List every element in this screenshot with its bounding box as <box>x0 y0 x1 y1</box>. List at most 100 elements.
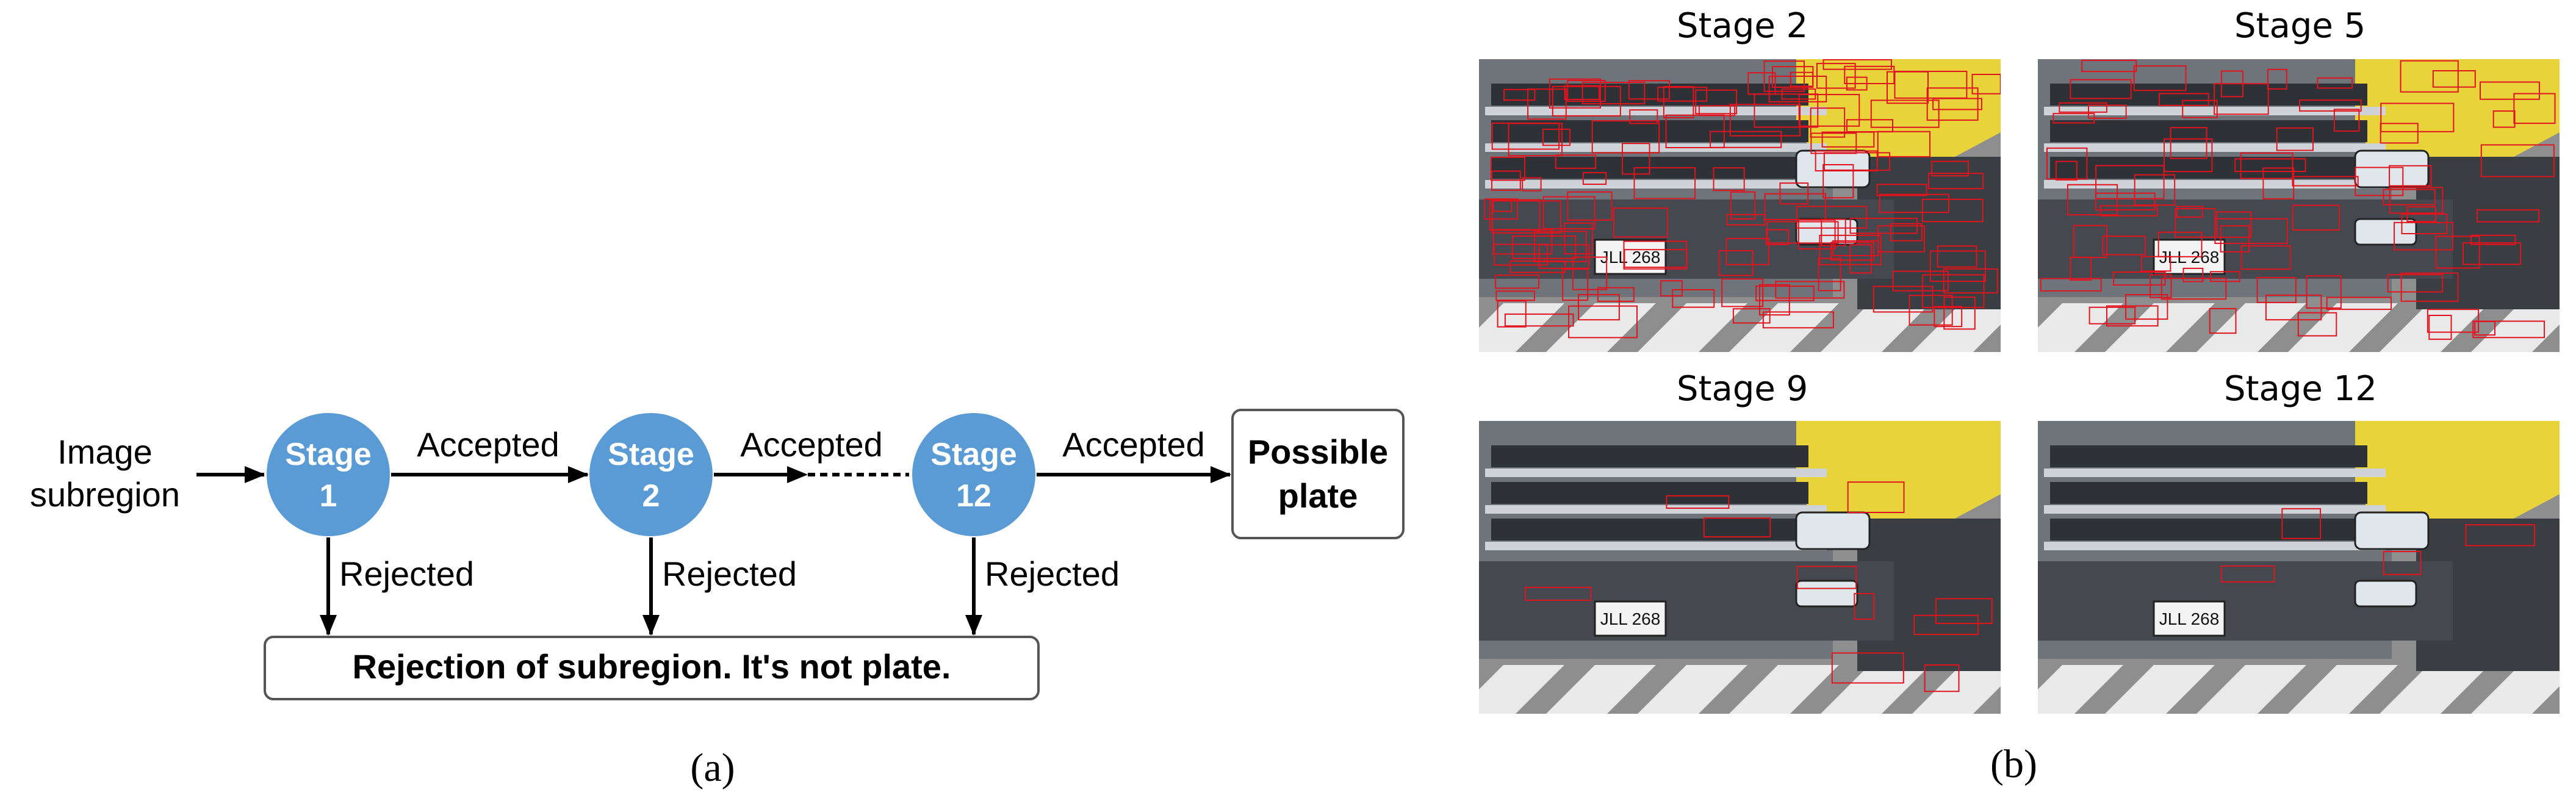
detection-box <box>1578 293 1620 321</box>
detection-box <box>2317 77 2353 89</box>
detection-box <box>2210 271 2240 282</box>
detection-box <box>1613 207 1669 238</box>
detection-box <box>1484 198 1518 220</box>
stage-1-label-line1: Stage <box>285 437 372 472</box>
detection-box <box>2081 59 2137 73</box>
detection-box <box>2465 524 2535 547</box>
stage-1-label-line2: 1 <box>320 478 337 514</box>
detection-box <box>2383 189 2436 206</box>
detection-box <box>1628 80 1670 100</box>
detection-box <box>1663 86 1694 118</box>
detection-box <box>1491 200 1561 234</box>
detection-box <box>1754 93 1819 128</box>
detection-box <box>1796 206 1868 229</box>
truck-photo: JLL 268 <box>2038 421 2560 714</box>
detection-box <box>1721 278 1764 307</box>
detection-box <box>1797 219 1836 250</box>
license-plate-text: JLL 268 <box>1600 248 1661 267</box>
detection-box <box>1846 76 1868 91</box>
detection-box <box>1821 218 1846 246</box>
detection-box <box>2383 551 2422 575</box>
detection-box <box>1718 250 1754 276</box>
detection-box <box>1562 268 1589 301</box>
detection-box <box>2182 267 2204 282</box>
stage-12-label-line2: 12 <box>956 478 991 514</box>
detection-box <box>2292 204 2340 231</box>
rejection-box-text: Rejection of subregion. It's not plate. <box>353 647 951 686</box>
detection-box <box>2164 138 2213 173</box>
detection-box <box>2220 70 2243 98</box>
detection-box <box>1796 566 1857 589</box>
detection-box <box>1503 88 1536 101</box>
detection-box <box>2099 205 2158 217</box>
panel-title-stage-9: Stage 9 <box>1677 369 1808 409</box>
detection-box <box>2209 307 2237 334</box>
detection-box <box>1542 128 1570 146</box>
detection-box <box>2428 315 2452 340</box>
detection-box <box>2220 225 2250 253</box>
detection-box <box>1815 150 1878 171</box>
detection-box <box>1847 481 1905 513</box>
stage-1-node: Stage 1 <box>264 411 392 539</box>
panel-title-stage-5: Stage 5 <box>2234 6 2366 46</box>
detection-box <box>1660 280 1683 297</box>
detection-box <box>1846 119 1893 133</box>
detection-box <box>2427 309 2480 333</box>
detection-box <box>2256 277 2297 303</box>
truck-image-stage-9: JLL 268 <box>1479 421 2001 714</box>
detection-box <box>1830 242 1874 261</box>
detection-box <box>1779 182 1809 205</box>
detection-box <box>2216 211 2252 238</box>
detection-box <box>1922 274 1985 309</box>
detection-box <box>2234 158 2306 172</box>
detection-box <box>1879 193 1949 214</box>
detection-box <box>1568 305 1638 339</box>
truck-photo: JLL 268 <box>1479 59 2001 352</box>
detection-box <box>1854 593 1875 620</box>
detection-box <box>1622 143 1650 175</box>
detection-box <box>1943 296 1976 330</box>
detection-box <box>1732 308 1771 324</box>
detection-box <box>2400 272 2459 302</box>
detection-box <box>1870 99 1940 128</box>
license-plate-text: JLL 268 <box>1600 609 1661 628</box>
possible-plate-line2: plate <box>1278 476 1358 515</box>
detection-box <box>1549 78 1601 109</box>
detection-box <box>1913 614 1979 635</box>
detection-box <box>2159 93 2209 106</box>
detection-box <box>2046 147 2088 180</box>
detection-box <box>1877 225 1926 253</box>
detection-box <box>1582 172 1607 185</box>
detection-box <box>2182 99 2218 118</box>
accepted-label-1: Accepted <box>417 425 559 464</box>
detection-box <box>1591 120 1660 154</box>
detection-box <box>1710 131 1782 148</box>
detection-box <box>1489 199 1541 231</box>
accepted-label-3: Accepted <box>1062 425 1205 464</box>
detection-box <box>1493 243 1549 266</box>
detection-box <box>1759 284 1790 316</box>
detection-box <box>2470 234 2516 245</box>
detection-box <box>1495 290 1535 301</box>
detection-box <box>1892 270 1949 292</box>
detection-box <box>1909 295 1953 326</box>
detection-box <box>2281 508 2322 539</box>
detection-box <box>1937 245 1977 268</box>
detection-box <box>1934 306 1963 328</box>
detection-box <box>2492 110 2516 128</box>
detection-box <box>2220 565 2275 583</box>
detection-box <box>2299 99 2362 112</box>
rejected-label-2: Rejected <box>662 555 797 593</box>
detection-box <box>1768 76 1827 102</box>
detection-box <box>2089 306 2136 325</box>
detection-box <box>1831 652 1904 684</box>
detection-box <box>2059 102 2107 113</box>
detection-box <box>1775 281 1845 299</box>
detection-box <box>2265 294 2322 321</box>
detection-box <box>1525 586 1592 601</box>
detection-box <box>2106 305 2159 327</box>
detection-box <box>1492 229 1553 255</box>
detection-box <box>2070 79 2132 99</box>
stage-2-label-line1: Stage <box>608 437 694 472</box>
detection-box <box>2480 81 2540 100</box>
